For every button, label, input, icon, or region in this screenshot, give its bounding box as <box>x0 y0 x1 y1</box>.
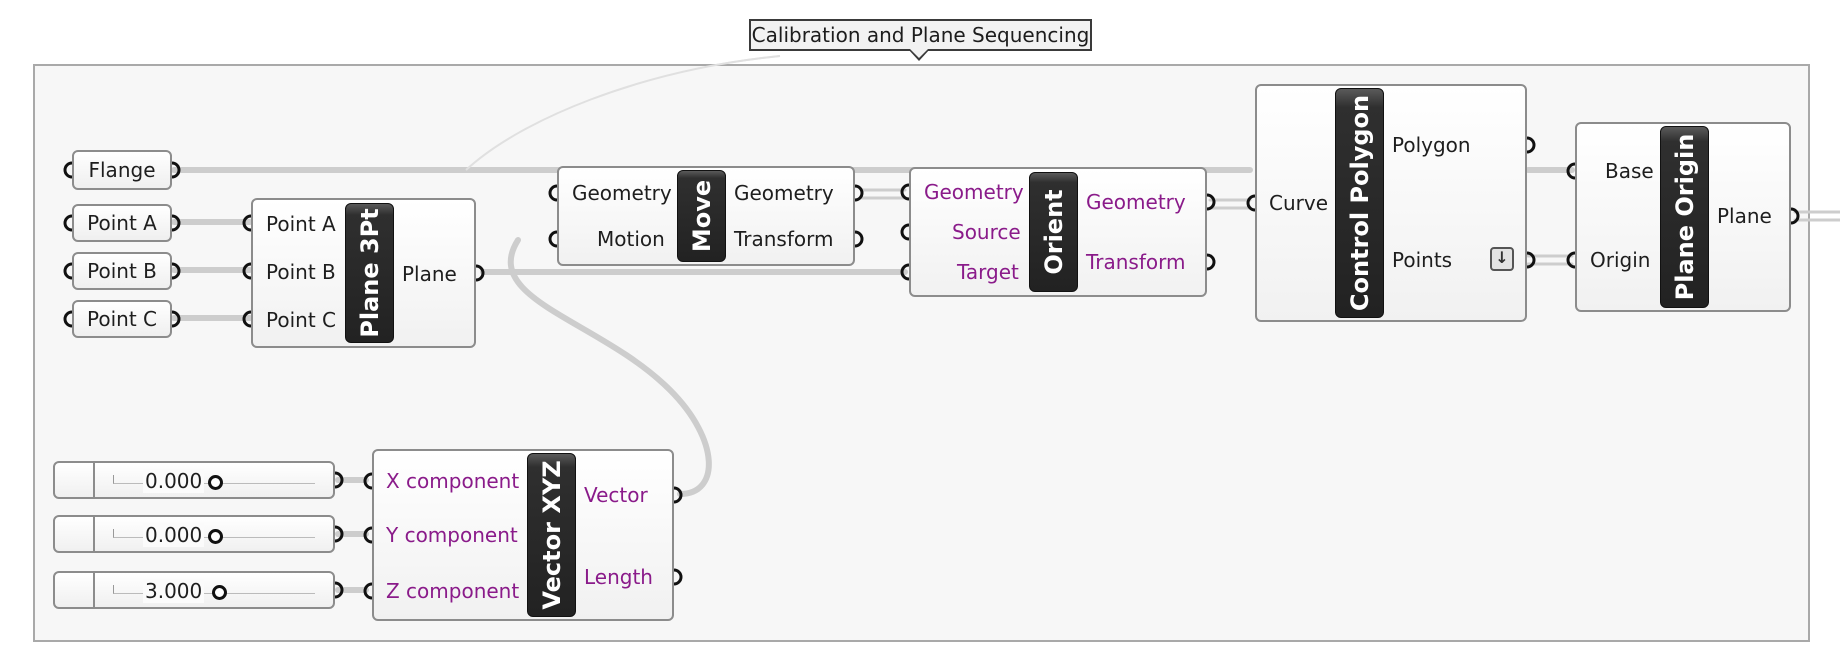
orient-input-target[interactable]: Target <box>957 260 1019 284</box>
vector-xyz-component[interactable] <box>372 449 674 621</box>
orient-output-geometry[interactable]: Geometry <box>1086 190 1186 214</box>
move-output-geometry[interactable]: Geometry <box>734 181 834 205</box>
flange-param[interactable]: Flange <box>72 150 172 190</box>
number-slider-y[interactable]: 0.000 <box>53 515 335 553</box>
plane3pt-input-a[interactable]: Point A <box>266 212 336 236</box>
point-b-label: Point B <box>87 259 157 283</box>
number-slider-z[interactable]: 3.000 <box>53 571 335 609</box>
point-c-label: Point C <box>87 307 157 331</box>
control-polygon-badge[interactable]: Control Polygon <box>1335 88 1384 318</box>
plane-origin-input-origin[interactable]: Origin <box>1590 248 1651 272</box>
vector-xyz-input-y[interactable]: Y component <box>386 523 518 547</box>
control-polygon-output-points[interactable]: Points <box>1392 248 1453 272</box>
point-a-param[interactable]: Point A <box>72 204 172 242</box>
control-polygon-component[interactable] <box>1255 84 1527 322</box>
slider-value: 0.000 <box>143 523 205 547</box>
plane-origin-output-plane[interactable]: Plane <box>1717 204 1772 228</box>
plane3pt-input-b[interactable]: Point B <box>266 260 336 284</box>
orient-input-source[interactable]: Source <box>952 220 1021 244</box>
move-input-motion[interactable]: Motion <box>597 227 665 251</box>
orient-badge[interactable]: Orient <box>1029 172 1078 292</box>
plane3pt-input-c[interactable]: Point C <box>266 308 336 332</box>
control-polygon-input-curve[interactable]: Curve <box>1269 191 1329 215</box>
vector-xyz-input-z[interactable]: Z component <box>386 579 520 603</box>
flange-label: Flange <box>88 158 156 182</box>
point-a-label: Point A <box>87 211 157 235</box>
vector-xyz-input-x[interactable]: X component <box>386 469 520 493</box>
number-slider-x[interactable]: 0.000 <box>53 461 335 499</box>
vector-xyz-badge[interactable]: Vector XYZ <box>527 453 576 617</box>
move-input-geometry[interactable]: Geometry <box>572 181 672 205</box>
control-polygon-output-polygon[interactable]: Polygon <box>1392 133 1471 157</box>
plane-origin-badge[interactable]: Plane Origin <box>1660 126 1709 308</box>
plane3pt-output-plane[interactable]: Plane <box>402 262 457 286</box>
slider-value: 0.000 <box>143 469 205 493</box>
plane3pt-badge[interactable]: Plane 3Pt <box>345 203 394 343</box>
vector-xyz-output-length[interactable]: Length <box>584 565 653 589</box>
orient-input-geometry[interactable]: Geometry <box>924 180 1024 204</box>
move-output-transform[interactable]: Transform <box>734 227 834 251</box>
move-badge[interactable]: Move <box>677 170 726 262</box>
vector-xyz-output-vector[interactable]: Vector <box>584 483 648 507</box>
point-c-param[interactable]: Point C <box>72 300 172 338</box>
point-b-param[interactable]: Point B <box>72 252 172 290</box>
group-title[interactable]: Calibration and Plane Sequencing <box>749 19 1092 51</box>
orient-output-transform[interactable]: Transform <box>1086 250 1186 274</box>
slider-knob[interactable] <box>212 585 227 600</box>
slider-value: 3.000 <box>143 579 205 603</box>
down-arrow-icon[interactable]: ↓ <box>1490 247 1514 271</box>
slider-knob[interactable] <box>208 475 223 490</box>
plane-origin-input-base[interactable]: Base <box>1605 159 1654 183</box>
slider-knob[interactable] <box>208 529 223 544</box>
